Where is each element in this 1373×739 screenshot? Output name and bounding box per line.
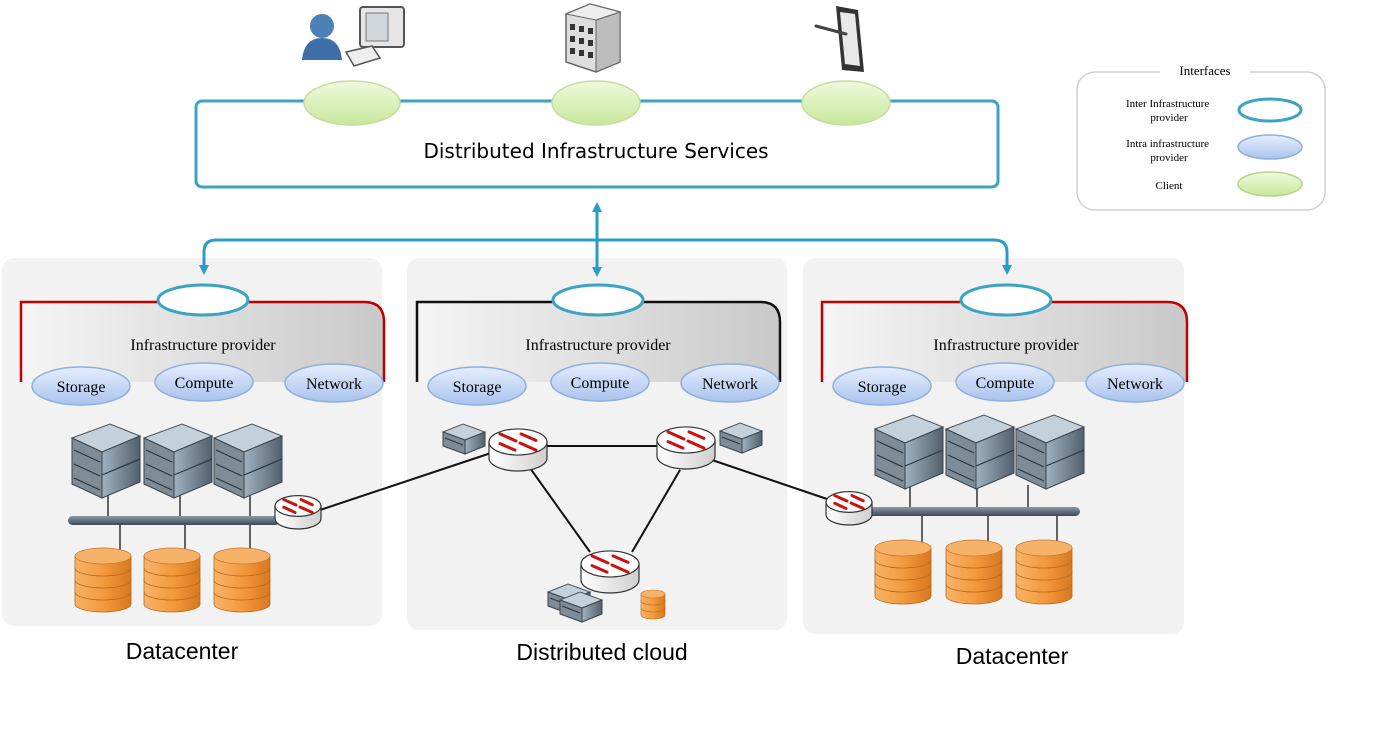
server-rack-icon: [212, 423, 284, 499]
network-link: [319, 451, 495, 511]
caption-left: Datacenter: [126, 638, 239, 664]
storage-disk-icon: [1015, 539, 1073, 605]
distributed-cloud-network: [274, 422, 873, 623]
small-server-icon: [718, 422, 764, 454]
component-storage-label: Storage: [453, 379, 502, 396]
component-network-label: Network: [702, 376, 758, 393]
services-title: Distributed Infrastructure Services: [423, 139, 768, 163]
router-icon: [656, 426, 716, 470]
small-storage-disk-icon: [640, 589, 666, 620]
legend-client-label: Client: [1156, 180, 1183, 192]
network-bus: [860, 507, 1080, 516]
client-interface-2: [551, 80, 641, 126]
legend-inter-swatch: [1237, 97, 1303, 123]
inter-interface-center: [551, 283, 645, 317]
left-datacenter-hardware: [68, 423, 284, 613]
network-link: [631, 469, 681, 553]
component-compute-oval: [154, 362, 254, 402]
component-network-oval: [284, 363, 384, 403]
client-interface-1: [303, 80, 401, 126]
storage-disk-icon: [213, 547, 271, 613]
server-rack-icon: [1014, 414, 1086, 490]
right-datacenter-hardware: [860, 414, 1086, 605]
server-rack-icon: [944, 414, 1016, 490]
inter-interface-left: [156, 283, 250, 317]
client-interface-3: [801, 80, 891, 126]
component-compute-oval: [550, 362, 650, 402]
inter-interface-right: [959, 283, 1053, 317]
server-rack-icon: [70, 423, 142, 499]
office-building-icon: [564, 3, 622, 73]
component-storage-oval: [427, 366, 527, 406]
component-compute-oval: [955, 362, 1055, 402]
component-storage-oval: [832, 366, 932, 406]
network-link: [711, 459, 831, 501]
legend: Interfaces Inter Infrastructure provider…: [1076, 62, 1326, 211]
legend-intra-label: Intra infrastructure provider: [1126, 138, 1212, 164]
storage-disk-icon: [143, 547, 201, 613]
component-compute-label: Compute: [175, 375, 234, 392]
storage-disk-icon: [945, 539, 1003, 605]
storage-disk-icon: [874, 539, 932, 605]
component-compute-label: Compute: [976, 375, 1035, 392]
provider-label: Infrastructure provider: [933, 337, 1079, 354]
component-network-label: Network: [1107, 376, 1163, 393]
caption-center: Distributed cloud: [516, 639, 687, 665]
small-server-icon: [558, 591, 604, 623]
router-icon: [825, 491, 873, 526]
component-network-oval: [1085, 363, 1185, 403]
provider-label: Infrastructure provider: [130, 337, 276, 354]
provider-label: Infrastructure provider: [525, 337, 671, 354]
storage-disk-icon: [74, 547, 132, 613]
legend-title: Interfaces: [1179, 63, 1230, 78]
component-compute-label: Compute: [571, 375, 630, 392]
legend-inter-label: Inter Infrastructure provider: [1126, 98, 1212, 124]
component-storage-label: Storage: [57, 379, 106, 396]
component-network-oval: [680, 363, 780, 403]
router-icon: [580, 550, 640, 594]
network-bus: [68, 516, 280, 525]
component-storage-oval: [31, 366, 131, 406]
router-icon: [274, 495, 322, 530]
small-server-icon: [441, 423, 487, 455]
distributed-services-box: Distributed Infrastructure Services: [194, 80, 1000, 189]
distribution-arrows: [199, 202, 1012, 277]
router-icon: [488, 428, 548, 472]
legend-intra-swatch: [1237, 134, 1303, 160]
server-rack-icon: [873, 414, 945, 490]
network-link: [529, 467, 591, 553]
component-storage-label: Storage: [858, 379, 907, 396]
tablet-icon: [814, 6, 864, 72]
component-network-label: Network: [306, 376, 362, 393]
server-rack-icon: [142, 423, 214, 499]
user-desktop-icon: [302, 6, 405, 67]
caption-right: Datacenter: [956, 643, 1069, 669]
legend-client-swatch: [1237, 171, 1303, 197]
